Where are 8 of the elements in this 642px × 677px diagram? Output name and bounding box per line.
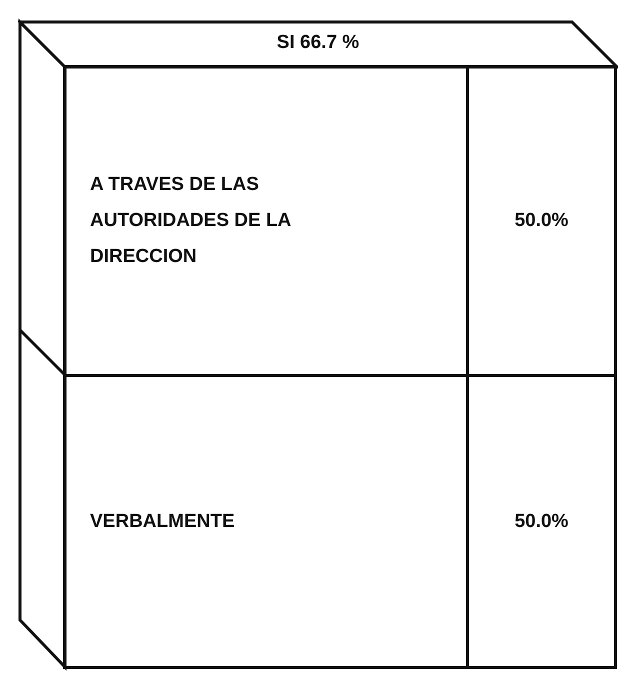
category-label: VERBALMENTE xyxy=(90,510,235,534)
table-row xyxy=(63,374,617,669)
box-top-face xyxy=(18,20,618,69)
percentage-value: 50.0% xyxy=(514,510,568,532)
category-label: A TRAVES DE LAS AUTORIDADES DE LA DIRECCION xyxy=(90,173,292,269)
percentage-value: 50.0% xyxy=(514,210,568,232)
percentage-label: SI 66.7 % xyxy=(276,32,360,54)
table-row xyxy=(63,65,617,377)
